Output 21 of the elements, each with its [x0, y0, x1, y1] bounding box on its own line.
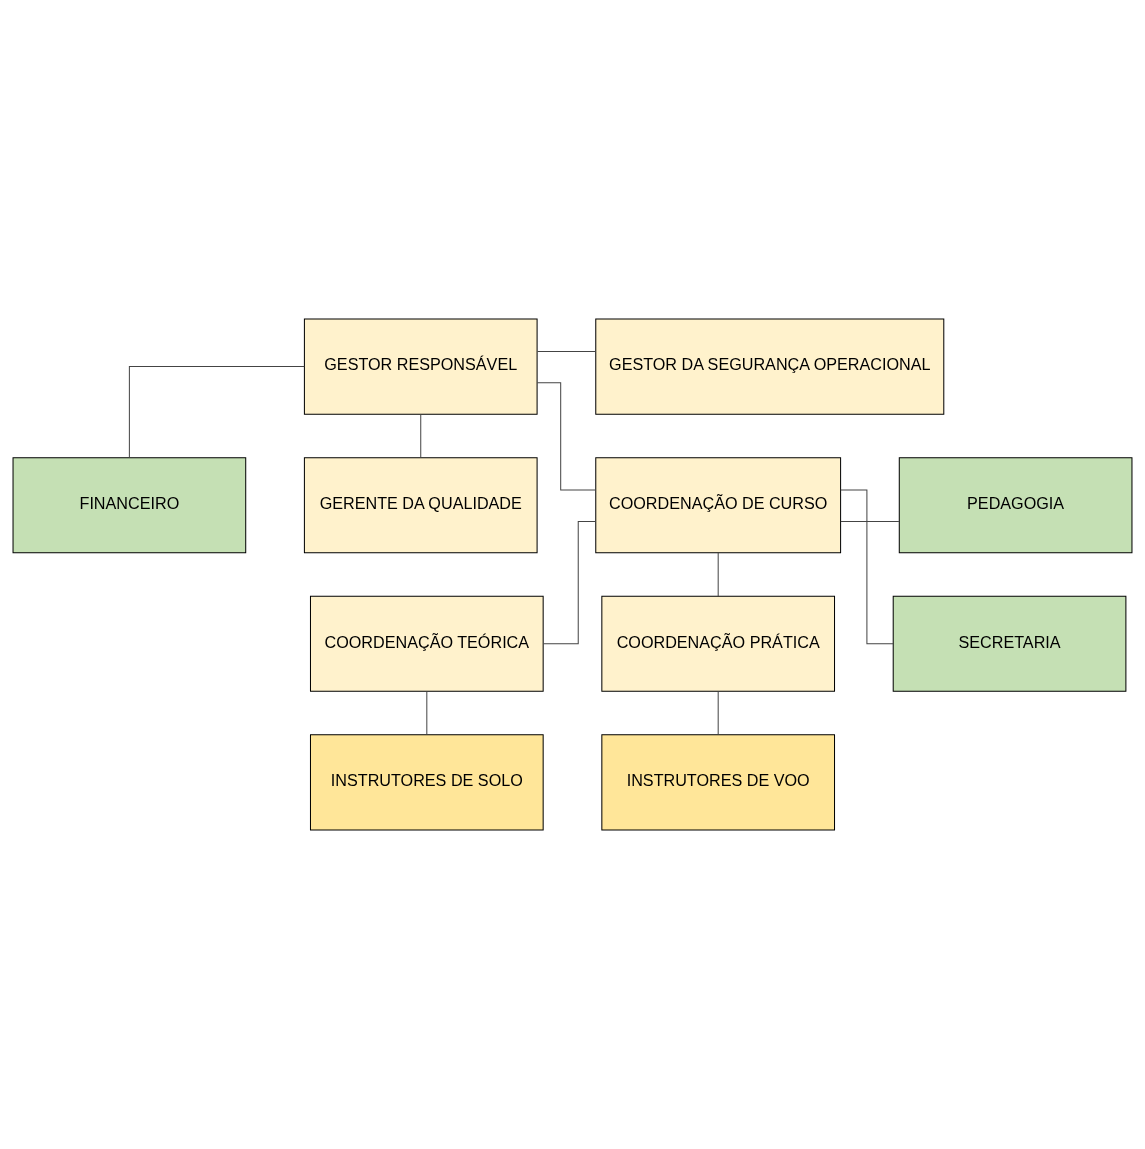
connector [536, 350, 597, 352]
node-box: GERENTE DA QUALIDADE [303, 457, 538, 554]
node-box: INSTRUTORES DE VOO [601, 734, 836, 831]
connector [426, 691, 428, 736]
node-box: COORDENAÇÃO TEÓRICA [309, 595, 544, 692]
node-box: GESTOR DA SEGURANÇA OPERACIONAL [595, 318, 945, 415]
connector [840, 489, 894, 645]
node-box: SECRETARIA [892, 595, 1127, 692]
connector [717, 691, 719, 736]
node-box: COORDENAÇÃO PRÁTICA [601, 595, 836, 692]
node-box: GESTOR RESPONSÁVEL [303, 318, 538, 415]
connector [717, 552, 719, 597]
node-box: INSTRUTORES DE SOLO [309, 734, 544, 831]
connector [420, 413, 422, 458]
connector [840, 520, 900, 522]
connector [543, 520, 597, 645]
connector [128, 366, 305, 458]
node-box: COORDENAÇÃO DE CURSO [595, 457, 842, 554]
connector [536, 382, 597, 491]
node-box: FINANCEIRO [12, 457, 247, 554]
node-box: PEDAGOGIA [898, 457, 1133, 554]
